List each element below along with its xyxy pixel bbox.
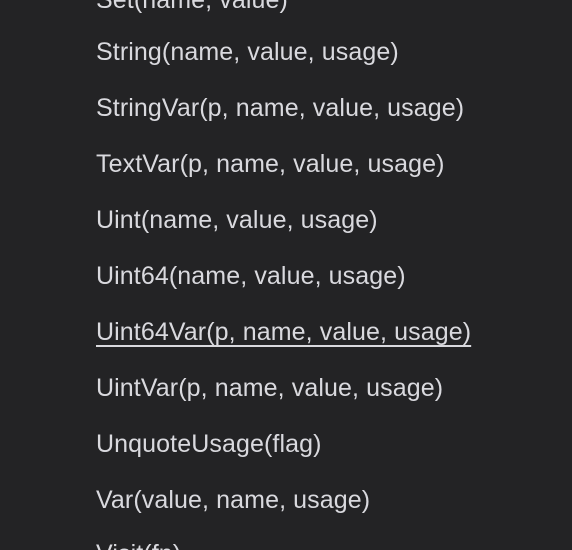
- function-link-set[interactable]: Set(name, value): [96, 0, 288, 14]
- function-link-uint64[interactable]: Uint64(name, value, usage): [96, 262, 406, 290]
- function-link-uintvar[interactable]: UintVar(p, name, value, usage): [96, 374, 444, 402]
- function-link-uint[interactable]: Uint(name, value, usage): [96, 206, 378, 234]
- function-link-textvar[interactable]: TextVar(p, name, value, usage): [96, 150, 445, 178]
- function-link-string[interactable]: String(name, value, usage): [96, 38, 399, 66]
- function-link-visit[interactable]: Visit(fn): [96, 534, 181, 550]
- function-link-unquoteusage[interactable]: UnquoteUsage(flag): [96, 430, 322, 458]
- function-link-var[interactable]: Var(value, name, usage): [96, 486, 371, 514]
- function-link-stringvar[interactable]: StringVar(p, name, value, usage): [96, 94, 465, 122]
- function-link-uint64var[interactable]: Uint64Var(p, name, value, usage): [96, 318, 472, 346]
